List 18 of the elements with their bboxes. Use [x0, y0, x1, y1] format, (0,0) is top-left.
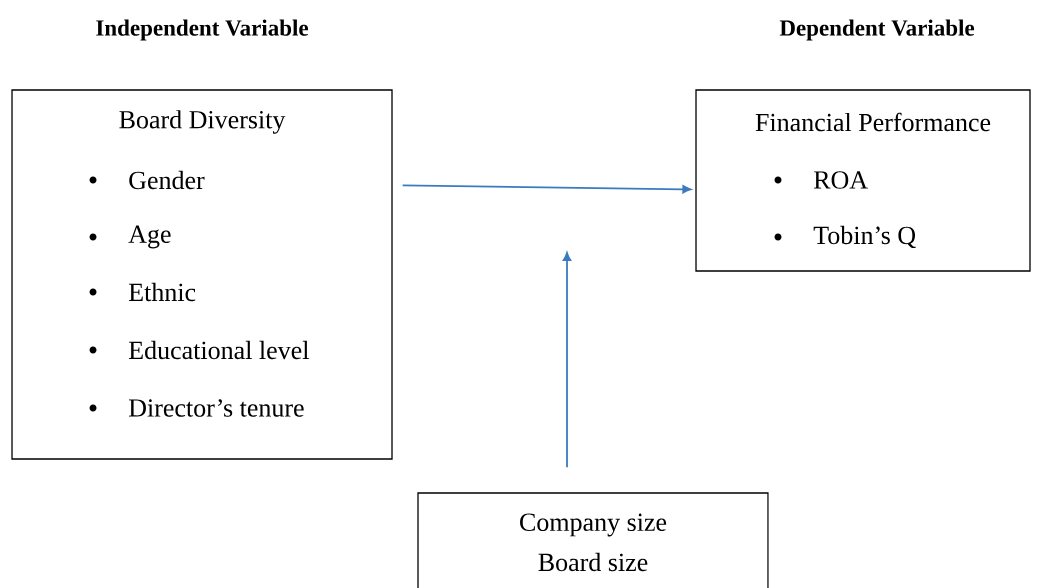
bullet-item: Ethnic: [89, 282, 196, 302]
text-box: [11, 89, 393, 460]
text-box: [695, 89, 1031, 272]
bullet-item: ROA: [774, 171, 868, 189]
bullet-item: Gender: [89, 170, 205, 190]
text-box: [417, 492, 769, 588]
arrow: [562, 252, 572, 469]
box-heading: Board Diversity: [119, 110, 286, 134]
column-heading: Dependent Variable: [779, 19, 975, 41]
box-heading: Financial Performance: [755, 112, 991, 132]
arrow: [401, 184, 692, 194]
box-heading: Company size: [520, 513, 667, 537]
bullet-item: Age: [89, 225, 171, 249]
column-heading: Independent Variable: [96, 19, 309, 41]
bullet-item: Tobin’s Q: [774, 225, 916, 249]
box-heading: Board size: [538, 552, 648, 572]
bullet-item: Educational level: [89, 340, 309, 360]
bullet-item: Director’s tenure: [89, 399, 304, 417]
